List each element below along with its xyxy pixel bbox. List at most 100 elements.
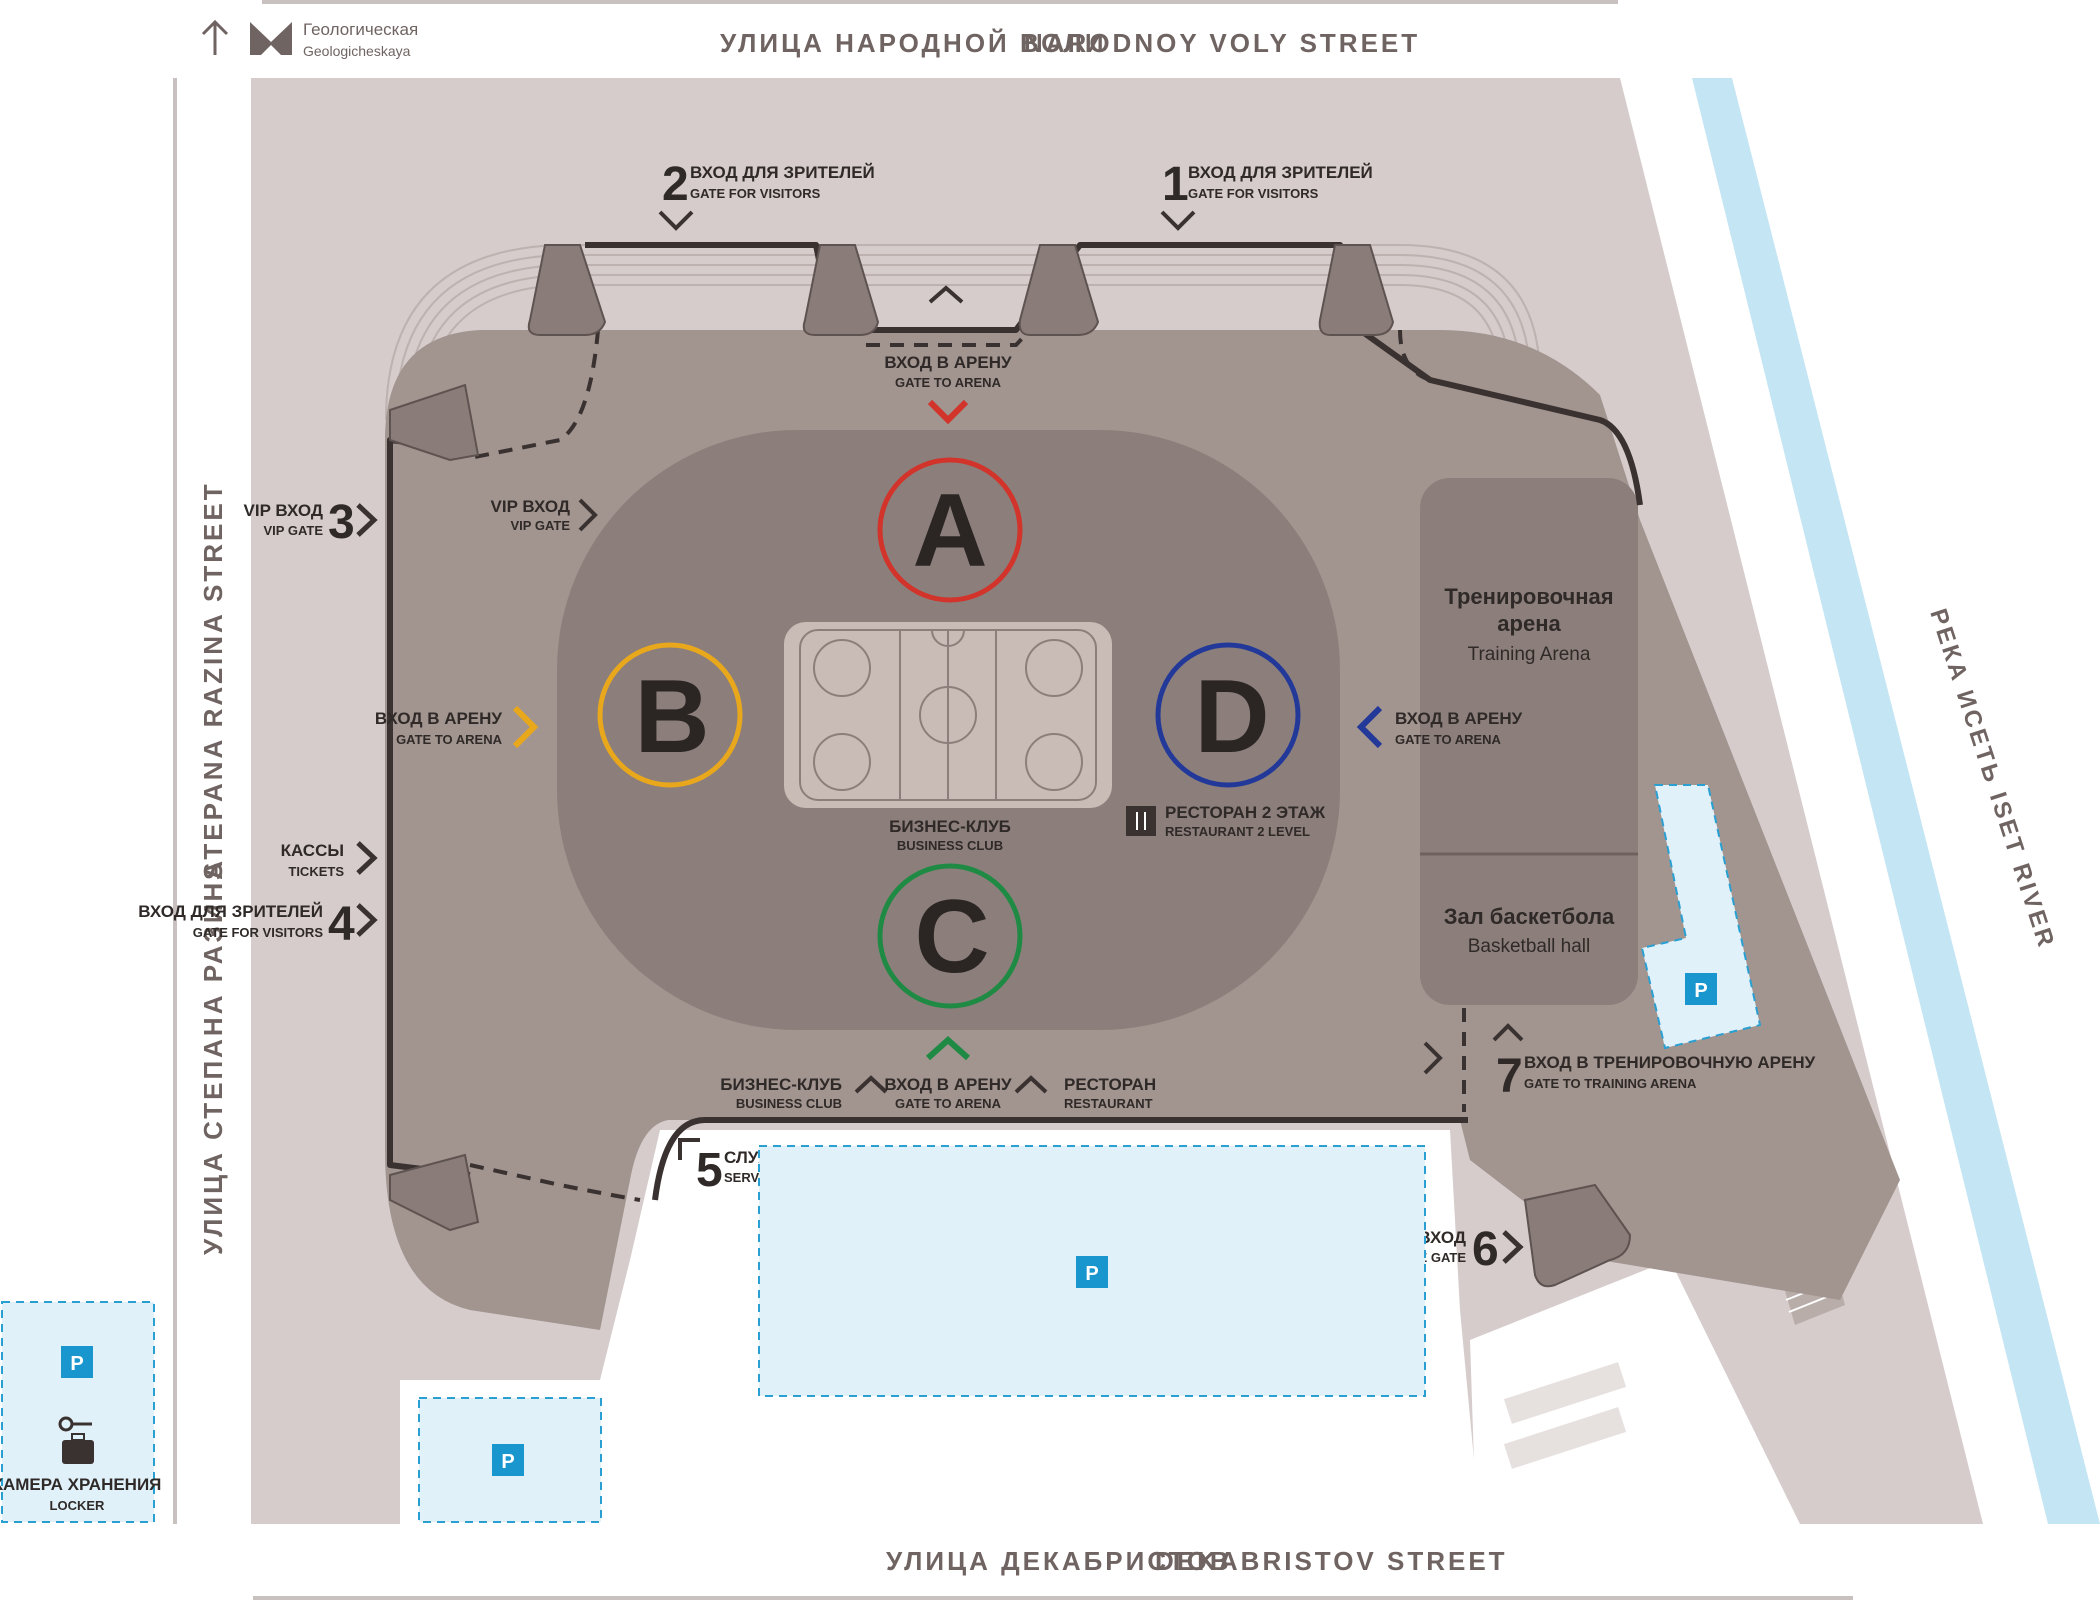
- gate-4-label-en: GATE FOR VISITORS: [193, 925, 324, 940]
- arena-bottom-arrow-icon: [925, 1035, 971, 1061]
- north-arrow-head: [201, 19, 229, 36]
- tickets[interactable]: КАССЫ TICKETS: [281, 841, 378, 879]
- basketball-hall[interactable]: Зал баскетбола Basketball hall: [1444, 904, 1615, 957]
- gate-7-arrow-icon: [1492, 1023, 1524, 1042]
- gate-1-label-en: GATE FOR VISITORS: [1188, 186, 1319, 201]
- road-mark: [1503, 1407, 1627, 1469]
- zone-b-letter[interactable]: B: [634, 659, 709, 775]
- gate-5-number: 5: [696, 1144, 723, 1197]
- zone-a-letter[interactable]: A: [912, 473, 987, 589]
- training-arena[interactable]: Тренировочная арена Training Arena: [1444, 584, 1613, 665]
- restaurant-entrance-bottom[interactable]: РЕСТОРАН RESTAURANT: [1014, 1075, 1156, 1111]
- business-club-entrance-bottom[interactable]: БИЗНЕС-КЛУБ BUSINESS CLUB: [720, 1075, 888, 1111]
- gate-2-label-en: GATE FOR VISITORS: [690, 186, 821, 201]
- gate-6-number: 6: [1472, 1223, 1499, 1276]
- zone-d-ring: [1155, 642, 1301, 788]
- restaurant-2-label-ru: РЕСТОРАН 2 ЭТАЖ: [1165, 803, 1326, 822]
- zone-d-letter[interactable]: D: [1194, 659, 1269, 775]
- parking-lot-east[interactable]: P: [1640, 784, 1762, 1050]
- tickets-arrow-icon: [356, 841, 378, 875]
- arena-top-arrow-icon: [927, 399, 969, 425]
- perimeter-south: [652, 1117, 1468, 1201]
- gate-5-arrow-icon: [678, 1138, 700, 1160]
- parking-icon: [492, 1444, 524, 1476]
- restaurant-level-2[interactable]: РЕСТОРАН 2 ЭТАЖ RESTAURANT 2 LEVEL: [1126, 803, 1326, 839]
- gate-2-arrow-icon: [658, 210, 694, 231]
- luggage-icon: [62, 1440, 94, 1464]
- arena-entrance-bottom[interactable]: ВХОД В АРЕНУ GATE TO ARENA: [884, 1075, 1012, 1111]
- vip-inner-label-ru: VIP ВХОД: [491, 497, 570, 516]
- gate-2[interactable]: 2 ВХОД ДЛЯ ЗРИТЕЛЕЙ GATE FOR VISITORS: [658, 158, 875, 231]
- arena-bottom-label-en: GATE TO ARENA: [895, 1096, 1002, 1111]
- restaurant-arrow-icon: [1014, 1075, 1048, 1094]
- gate-6-arrow-icon: [1502, 1230, 1524, 1264]
- gate-4-arrow-icon: [356, 903, 378, 937]
- southeast-lot-area: [1470, 1260, 1800, 1524]
- ice-rink-markings: [799, 629, 1097, 801]
- restaurant-bottom-en: RESTAURANT: [1064, 1096, 1153, 1111]
- zone-c-ring: [877, 863, 1023, 1009]
- street-west-ru: УЛИЦА СТЕПАНА РАЗИНА: [198, 858, 228, 1255]
- gate-7-side-arrow-icon: [1423, 1041, 1443, 1075]
- basketball-hall-en: Basketball hall: [1468, 936, 1591, 957]
- arena-right-label-en: GATE TO ARENA: [1395, 732, 1502, 747]
- gate-7[interactable]: 7 ВХОД В ТРЕНИРОВОЧНУЮ АРЕНУ GATE TO TRA…: [1423, 1023, 1816, 1103]
- iset-river: [1692, 78, 2100, 1524]
- parking-lot-main[interactable]: P: [758, 1145, 1426, 1397]
- parking-label: P: [1085, 1263, 1098, 1285]
- parking-label: P: [70, 1353, 83, 1375]
- dashed-paths: [469, 328, 1466, 1202]
- gate-3-vip[interactable]: VIP ВХОД VIP GATE 3: [244, 496, 378, 549]
- gate-1-number: 1: [1162, 158, 1189, 211]
- business-club-label-en: BUSINESS CLUB: [897, 838, 1003, 853]
- gate-1[interactable]: 1 ВХОД ДЛЯ ЗРИТЕЛЕЙ GATE FOR VISITORS: [1160, 158, 1373, 231]
- vip-inner-arrow-icon: [578, 498, 598, 532]
- gate-7-number: 7: [1496, 1050, 1523, 1103]
- road-mark: [1503, 1362, 1627, 1424]
- arena-entrance-top[interactable]: ВХОД В АРЕНУ GATE TO ARENA: [884, 353, 1012, 425]
- gate-4-label-ru: ВХОД ДЛЯ ЗРИТЕЛЕЙ: [138, 902, 323, 921]
- locker[interactable]: КАМЕРА ХРАНЕНИЯ LOCKER: [0, 1416, 161, 1513]
- gate-4[interactable]: ВХОД ДЛЯ ЗРИТЕЛЕЙ GATE FOR VISITORS 4: [138, 898, 378, 951]
- gate-3-arrow-icon: [356, 503, 378, 537]
- street-south-en: DEKABRISTOV STREET: [1155, 1546, 1508, 1576]
- metro-station[interactable]: Геологическая Geologicheskaya: [201, 19, 418, 59]
- arena-entrance-right[interactable]: ВХОД В АРЕНУ GATE TO ARENA: [1356, 705, 1523, 749]
- west-street-line: [173, 78, 177, 1524]
- tickets-label-ru: КАССЫ: [281, 841, 344, 860]
- metro-icon: [250, 22, 292, 55]
- river-label: РЕКА ИСЕТЬ ISET RIVER: [1924, 606, 2060, 953]
- training-arena-ru-2: арена: [1497, 611, 1561, 636]
- vip-entrance-inner[interactable]: VIP ВХОД VIP GATE: [491, 497, 598, 533]
- gate-3-label-en: VIP GATE: [264, 523, 324, 538]
- zone-c-letter[interactable]: C: [914, 879, 989, 995]
- parking-lot-south-west[interactable]: P: [418, 1397, 602, 1523]
- parking-lot-far-west-area: [1, 1301, 155, 1523]
- arena-top-label-en: GATE TO ARENA: [895, 375, 1002, 390]
- arena-left-arrow-icon: [512, 705, 539, 749]
- locker-label-en: LOCKER: [50, 1498, 106, 1513]
- arena-entrance-left[interactable]: ВХОД В АРЕНУ GATE TO ARENA: [375, 705, 539, 749]
- basketball-hall-ru: Зал баскетбола: [1444, 904, 1615, 929]
- luggage-handle: [71, 1433, 85, 1441]
- arena-left-label-en: GATE TO ARENA: [396, 732, 503, 747]
- training-arena-en: Training Arena: [1468, 644, 1591, 665]
- training-arena-building: [1420, 478, 1638, 1005]
- parking-lot-far-west[interactable]: P: [1, 1301, 155, 1523]
- gate-3-label-ru: VIP ВХОД: [244, 501, 323, 520]
- gate-2-number: 2: [662, 158, 689, 211]
- parking-icon: [61, 1346, 93, 1378]
- business-club-label-ru: БИЗНЕС-КЛУБ: [889, 817, 1011, 836]
- parking-icon: [1076, 1256, 1108, 1288]
- street-west-en: STEPANA RAZINA STREET: [198, 481, 228, 880]
- gate-1-label-ru: ВХОД ДЛЯ ЗРИТЕЛЕЙ: [1188, 163, 1373, 182]
- arena-left-label-ru: ВХОД В АРЕНУ: [375, 709, 503, 728]
- street-north-ru: УЛИЦА НАРОДНОЙ ВОЛИ: [720, 28, 1107, 58]
- street-north-en: NARODNOY VOLY STREET: [1024, 28, 1420, 58]
- vip-inner-label-en: VIP GATE: [511, 518, 571, 533]
- locker-label-ru: КАМЕРА ХРАНЕНИЯ: [0, 1475, 161, 1494]
- tickets-label-en: TICKETS: [288, 864, 344, 879]
- business-club-bottom-ru: БИЗНЕС-КЛУБ: [720, 1075, 842, 1094]
